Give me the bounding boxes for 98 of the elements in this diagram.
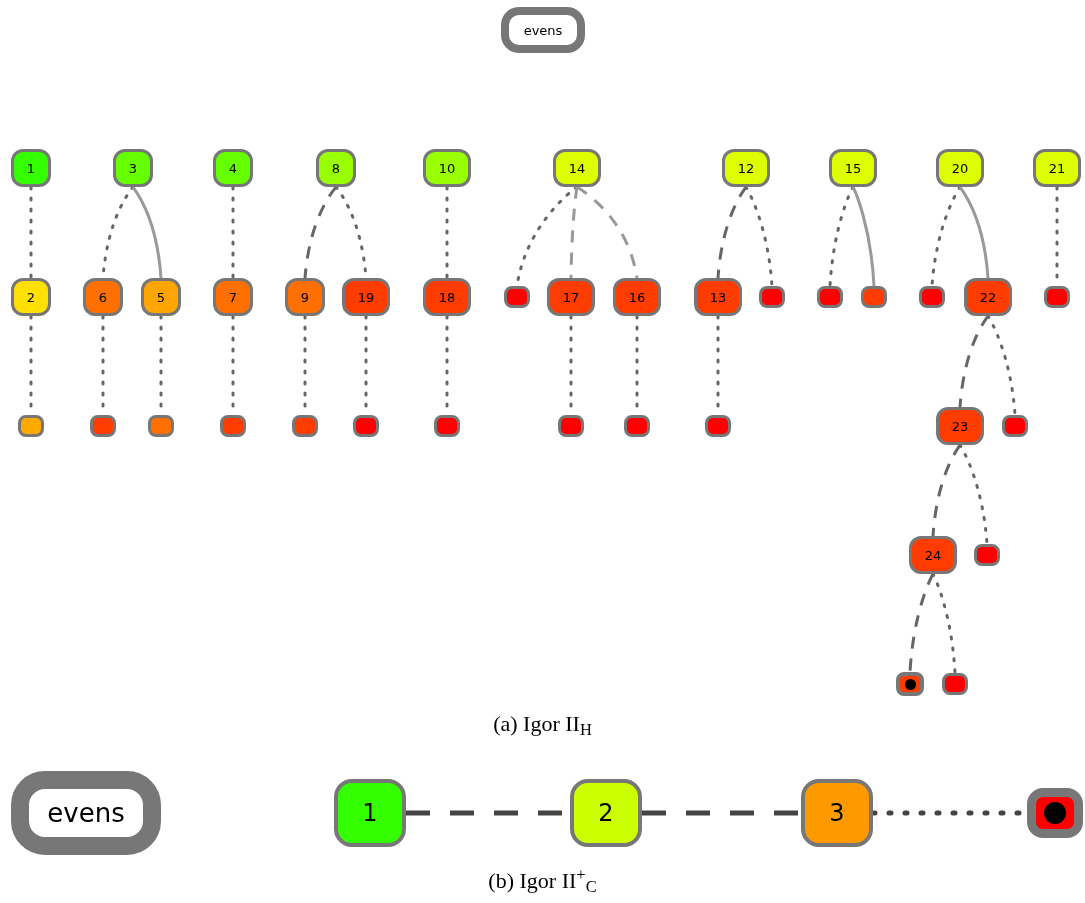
node-number: 14 — [568, 161, 586, 175]
connector-line — [576, 185, 639, 279]
figure-caption: (a) Igor II$_{H}$ — [492, 713, 593, 735]
connector-line — [445, 185, 449, 280]
connector-line — [569, 186, 579, 279]
connector-line — [930, 185, 962, 288]
rounded-box — [547, 278, 595, 316]
connector-line — [231, 185, 235, 280]
node-number: 17 — [562, 290, 580, 304]
rounded-box — [342, 278, 390, 316]
node-number: 8 — [331, 161, 341, 175]
node-number: 10 — [438, 161, 456, 175]
node-number: 16 — [628, 290, 646, 304]
node-number: 1 — [362, 801, 378, 825]
rounded-box — [1033, 149, 1081, 187]
rounded-box — [801, 779, 873, 847]
connector-line — [131, 186, 163, 279]
rounded-box — [11, 771, 161, 855]
rounded-box — [705, 415, 731, 437]
rounded-box — [909, 536, 957, 574]
rounded-box — [919, 286, 945, 308]
rounded-box — [501, 7, 585, 53]
node-number: 3 — [829, 801, 845, 825]
rounded-box — [722, 149, 770, 187]
connector-line — [931, 444, 962, 537]
node-number: 18 — [438, 290, 456, 304]
rounded-box — [213, 278, 253, 316]
node-number: 12 — [737, 161, 755, 175]
rounded-box — [936, 149, 984, 187]
node-number: 2 — [26, 290, 36, 304]
node-number: 2 — [598, 801, 614, 825]
rounded-box — [964, 278, 1012, 316]
node-number: 9 — [300, 290, 310, 304]
rounded-box — [90, 415, 116, 437]
node-number: 4 — [228, 161, 238, 175]
connector-line — [303, 186, 338, 279]
connector-line — [828, 185, 855, 288]
rounded-box — [694, 278, 742, 316]
rounded-box — [220, 415, 246, 437]
rounded-box — [11, 149, 51, 187]
node-number: 23 — [951, 419, 969, 433]
node-number: 20 — [951, 161, 969, 175]
rounded-box — [292, 415, 318, 437]
rounded-box — [624, 415, 650, 437]
rounded-box — [942, 673, 968, 695]
rounded-box — [1027, 788, 1083, 838]
node-number: 1 — [26, 161, 36, 175]
rounded-box — [113, 149, 153, 187]
rounded-box — [423, 149, 471, 187]
connector-line — [958, 315, 990, 408]
connector-line — [29, 185, 33, 280]
rounded-box — [141, 278, 181, 316]
node-number: 21 — [1048, 161, 1066, 175]
rounded-box — [974, 544, 1000, 566]
node-number: 3 — [128, 161, 138, 175]
node-number: 22 — [979, 290, 997, 304]
connector-line — [851, 186, 876, 287]
node-number: 15 — [844, 161, 862, 175]
connector-line — [931, 572, 957, 675]
connector-line — [958, 443, 989, 546]
rounded-box — [1044, 286, 1070, 308]
rounded-box — [570, 779, 642, 847]
rounded-box — [613, 278, 661, 316]
rounded-box — [829, 149, 877, 187]
node-number: 6 — [98, 290, 108, 304]
rounded-box — [896, 672, 924, 696]
rounded-box — [285, 278, 325, 316]
connector-line — [986, 314, 1017, 417]
rounded-box — [759, 286, 785, 308]
node-number: 19 — [357, 290, 375, 304]
node-number: 13 — [709, 290, 727, 304]
node-number: 24 — [924, 548, 942, 562]
rounded-box — [353, 415, 379, 437]
rounded-box — [83, 278, 123, 316]
connector-line — [642, 810, 801, 816]
rounded-box — [11, 278, 51, 316]
rounded-box — [936, 407, 984, 445]
rounded-box — [18, 415, 44, 437]
connector-line — [744, 185, 774, 288]
connector-line — [958, 186, 990, 279]
node-number: 7 — [228, 290, 238, 304]
rounded-box — [817, 286, 843, 308]
node-label: evens — [47, 800, 125, 826]
connector-line — [716, 186, 748, 279]
rounded-box — [504, 286, 530, 308]
rounded-box — [558, 415, 584, 437]
node-label: evens — [523, 23, 563, 37]
rounded-box — [316, 149, 356, 187]
rounded-box — [423, 278, 471, 316]
rounded-box — [334, 779, 406, 847]
rounded-box — [553, 149, 601, 187]
connector-line — [908, 573, 935, 673]
rounded-box — [1002, 415, 1028, 437]
rounded-box — [148, 415, 174, 437]
rounded-box — [213, 149, 253, 187]
rounded-box — [434, 415, 460, 437]
rounded-box — [861, 286, 887, 308]
node-number: 5 — [156, 290, 166, 304]
